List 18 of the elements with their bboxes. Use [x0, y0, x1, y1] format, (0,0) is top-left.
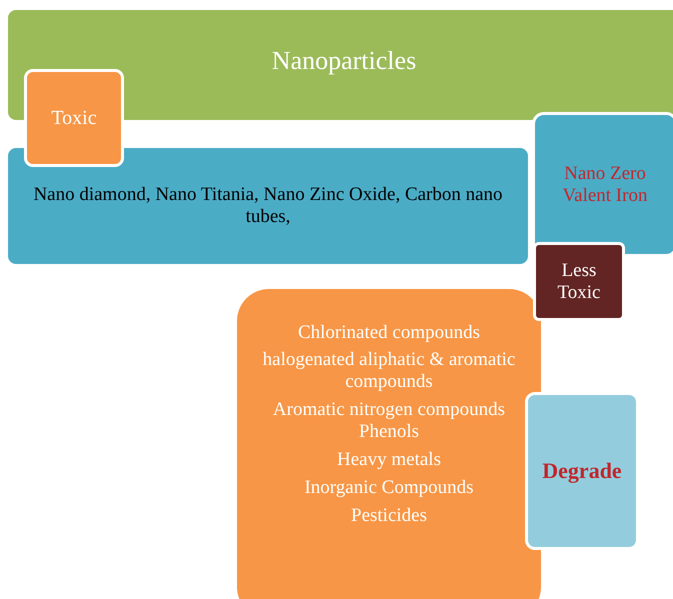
node-text: Aromatic nitrogen compounds Phenols — [272, 399, 506, 443]
label-box — [24, 69, 124, 167]
node-text: Less Toxic — [556, 260, 602, 304]
node-text: Nano diamond, Nano Titania, Nano Zinc Oxide, Carbon nano tubes, — [32, 184, 504, 228]
node-text: Pesticides — [351, 504, 427, 526]
category-box — [8, 148, 528, 264]
node-text: Degrade — [542, 458, 622, 484]
node-text: Nanoparticles — [272, 46, 416, 76]
node-text: Chlorinated compounds — [298, 322, 480, 344]
node-text: Inorganic Compounds — [304, 476, 474, 499]
list-box — [237, 289, 541, 599]
category-box — [532, 112, 673, 257]
label-box — [533, 242, 625, 321]
node-text: Toxic — [51, 106, 97, 130]
node-text: Heavy metals — [337, 448, 441, 471]
label-box — [525, 392, 639, 550]
node-text: Nano Zero Valent Iron — [562, 162, 648, 206]
node-text: halogenated aliphatic & aromatic compounds — [262, 349, 516, 394]
